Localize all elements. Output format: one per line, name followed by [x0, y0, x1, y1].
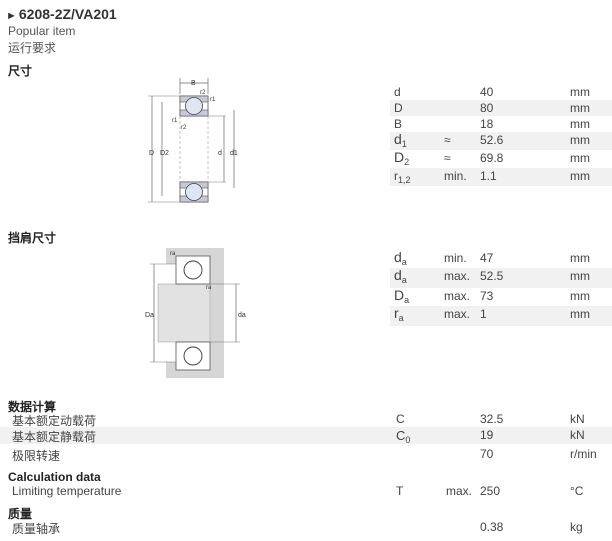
drawing-label-r2: r2	[181, 125, 187, 131]
drawing-label-r1-top: r1	[210, 97, 216, 103]
drawing-label-d1: d1	[230, 150, 238, 157]
abutment-row-da-max: da max. 52.5 mm	[390, 267, 612, 288]
requirements-link[interactable]: 运行要求	[8, 41, 57, 55]
dimension-row-d1: d1 ≈ 52.6 mm	[390, 131, 612, 150]
dimension-row-B: B 18 mm	[394, 117, 590, 131]
dimensions-heading: 尺寸	[8, 64, 33, 78]
calc-row-dynamic-load: 基本额定动载荷 C 32.5 kN	[12, 412, 585, 428]
dimension-row-d: d 40 mm	[394, 85, 590, 99]
drawing-label-ra-top: ra	[170, 251, 176, 257]
dimensions-table: d 40 mm D 80 mm B 18 mm d1 ≈ 52.6 mm D2 …	[390, 84, 612, 186]
calc-row-limiting-temperature: Limiting temperature T max. 250 °C	[12, 484, 584, 498]
abutment-drawing: ra ra Da da	[145, 248, 246, 378]
drawing-label-Da: Da	[145, 312, 154, 319]
drawing-label-D2: D2	[160, 150, 169, 157]
drawing-label-da: da	[238, 312, 246, 319]
drawing-label-r1: r1	[172, 118, 178, 124]
calc-row-static-load: 基本额定静载荷 C0 19 kN	[0, 427, 612, 445]
bearing-dimension-drawing: B r2 r1 r1 r2 D D2 d d1	[148, 78, 238, 203]
product-subtitle: Popular item	[8, 24, 76, 38]
dimension-row-D2: D2 ≈ 69.8 mm	[394, 149, 590, 167]
dimension-row-r12: r1,2 min. 1.1 mm	[390, 168, 612, 186]
drawing-label-D: D	[149, 150, 154, 157]
dimension-row-D: D 80 mm	[390, 100, 612, 116]
calculation-heading: 数据计算	[8, 400, 57, 414]
mass-heading: 质量	[8, 507, 33, 521]
product-designation: 6208-2Z/VA201	[18, 6, 117, 22]
mass-row-bearing: 质量轴承 0.38 kg	[12, 520, 583, 536]
abutment-heading: 挡肩尺寸	[8, 231, 57, 245]
play-triangle-icon: ►	[6, 10, 17, 22]
abutment-row-da-min: da min. 47 mm	[394, 249, 590, 267]
drawing-label-ra-inner: ra	[206, 285, 212, 291]
calc-en-heading: Calculation data	[8, 470, 101, 484]
abutment-row-Da-max: Da max. 73 mm	[394, 287, 590, 305]
calc-row-limiting-speed: 极限转速 70 r/min	[12, 447, 597, 463]
abutment-table: da min. 47 mm da max. 52.5 mm Da max. 73…	[390, 249, 612, 326]
abutment-row-ra-max: ra max. 1 mm	[390, 305, 612, 326]
drawing-label-B: B	[191, 80, 196, 87]
product-title: ►6208-2Z/VA201	[6, 6, 117, 22]
drawing-label-d: d	[218, 150, 222, 157]
drawing-label-r2-top: r2	[200, 90, 206, 96]
